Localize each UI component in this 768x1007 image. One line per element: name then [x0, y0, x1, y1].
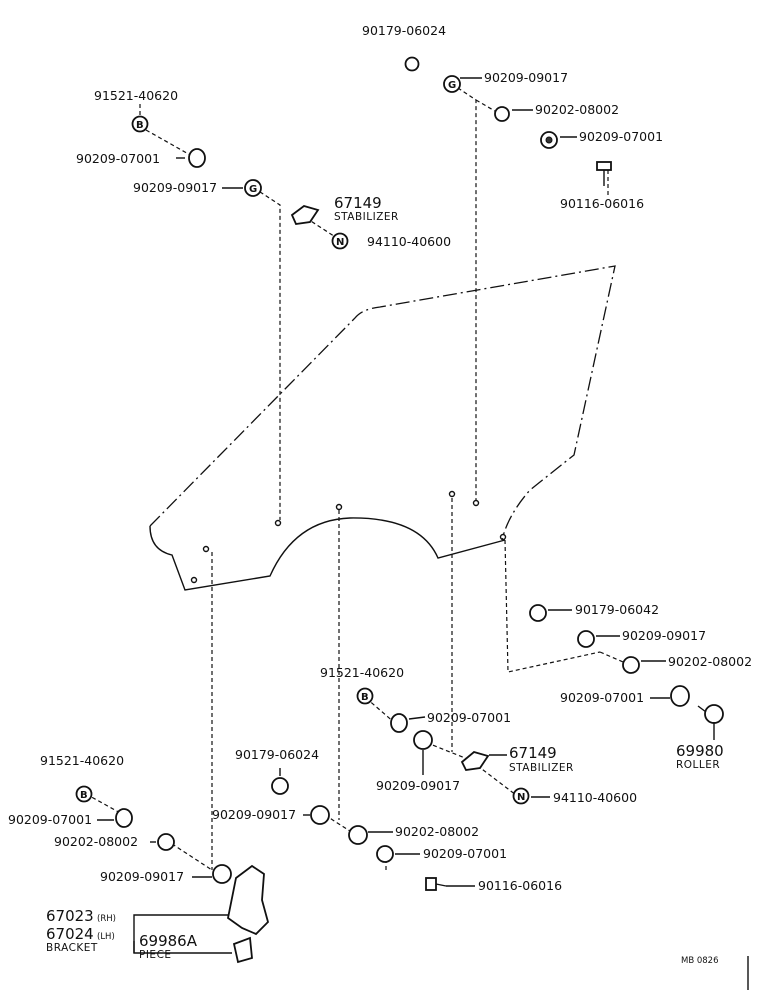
part-number: 90179-06024 — [362, 23, 446, 38]
label-leaders — [97, 77, 715, 954]
roller-icon — [697, 704, 724, 724]
part-name: STABILIZER — [334, 211, 399, 223]
part-name: PIECE — [139, 949, 172, 961]
washer-icon — [212, 864, 232, 884]
part-number: 90209-07001 — [579, 129, 663, 144]
part-number: 90116-06016 — [478, 878, 562, 893]
stabilizer-icon — [460, 751, 490, 771]
letter-b: B — [361, 692, 369, 703]
letter-b: B — [136, 120, 144, 131]
bracket-icon — [227, 864, 270, 936]
part-number: 90116-06016 — [560, 196, 644, 211]
bolt-icon — [596, 161, 612, 186]
part-number: 90202-08002 — [54, 834, 138, 849]
part-number: 90209-09017 — [212, 807, 296, 822]
part-number: 90202-08002 — [395, 824, 479, 839]
part-number: 90209-09017 — [100, 869, 184, 884]
part-number: 67024 — [46, 925, 94, 943]
part-number: 67023 — [46, 907, 94, 925]
part-number: 94110-40600 — [367, 234, 451, 249]
part-number: 90209-07001 — [560, 690, 644, 705]
part-number: 67149 — [334, 194, 382, 212]
washer-icon — [157, 833, 175, 851]
part-name: STABILIZER — [509, 762, 574, 774]
part-number: 90179-06042 — [575, 602, 659, 617]
part-number: 90202-08002 — [535, 102, 619, 117]
part-labels: 90179-06024 90209-09017 90202-08002 9020… — [8, 23, 752, 966]
part-number: 90179-06024 — [235, 747, 319, 762]
washer-icon — [443, 75, 461, 93]
part-qualifier: (RH) — [97, 914, 116, 924]
part-number: 90209-07001 — [8, 812, 92, 827]
part-number: 90209-07001 — [76, 151, 160, 166]
bolt-icon — [425, 877, 447, 891]
stabilizer-icon — [290, 205, 320, 225]
piece-icon — [232, 936, 253, 964]
door-glass — [149, 265, 616, 591]
part-name: ROLLER — [676, 759, 720, 771]
letter-b: B — [80, 790, 88, 801]
part-number: 90209-09017 — [622, 628, 706, 643]
part-name: BRACKET — [46, 942, 98, 954]
washer-icon — [413, 730, 433, 750]
part-number: 91521-40620 — [40, 753, 124, 768]
washer-icon — [670, 685, 690, 707]
bolt-b-icon — [75, 785, 93, 803]
bolt-b-icon — [131, 115, 149, 133]
part-number: 69980 — [676, 742, 724, 760]
letter-n: N — [517, 792, 525, 803]
washer-letter-g: G — [249, 184, 257, 195]
part-number: 90202-08002 — [668, 654, 752, 669]
part-symbols: G B G N B N — [75, 56, 724, 964]
part-number: 90209-07001 — [427, 710, 511, 725]
letter-n: N — [336, 237, 344, 248]
washer-icon — [529, 604, 547, 622]
washer-icon — [390, 713, 408, 733]
nut-n-icon — [331, 232, 349, 250]
part-number: 90209-07001 — [423, 846, 507, 861]
washer-icon — [310, 805, 330, 825]
part-qualifier: (LH) — [97, 932, 115, 942]
washer-icon — [348, 825, 368, 845]
nut-icon — [404, 56, 420, 72]
washer-letter-g: G — [448, 80, 456, 91]
part-number: 90209-09017 — [484, 70, 568, 85]
part-number: 69986A — [139, 932, 198, 950]
part-number: 90209-09017 — [133, 180, 217, 195]
washer-icon — [115, 808, 133, 828]
washer-icon — [577, 630, 595, 648]
bolt-b-icon — [356, 687, 374, 705]
washer-icon — [622, 656, 640, 674]
drawing-reference: MB 0826 — [681, 956, 719, 966]
washer-icon — [188, 148, 206, 168]
part-number: 91521-40620 — [320, 665, 404, 680]
washer-icon — [244, 179, 262, 197]
washer-icon — [376, 845, 394, 863]
nut-icon — [271, 777, 289, 795]
washer-icon — [494, 106, 510, 122]
part-number: 91521-40620 — [94, 88, 178, 103]
part-number: 94110-40600 — [553, 790, 637, 805]
part-number: 90209-09017 — [376, 778, 460, 793]
nut-n-icon — [512, 787, 530, 805]
part-number: 67149 — [509, 744, 557, 762]
